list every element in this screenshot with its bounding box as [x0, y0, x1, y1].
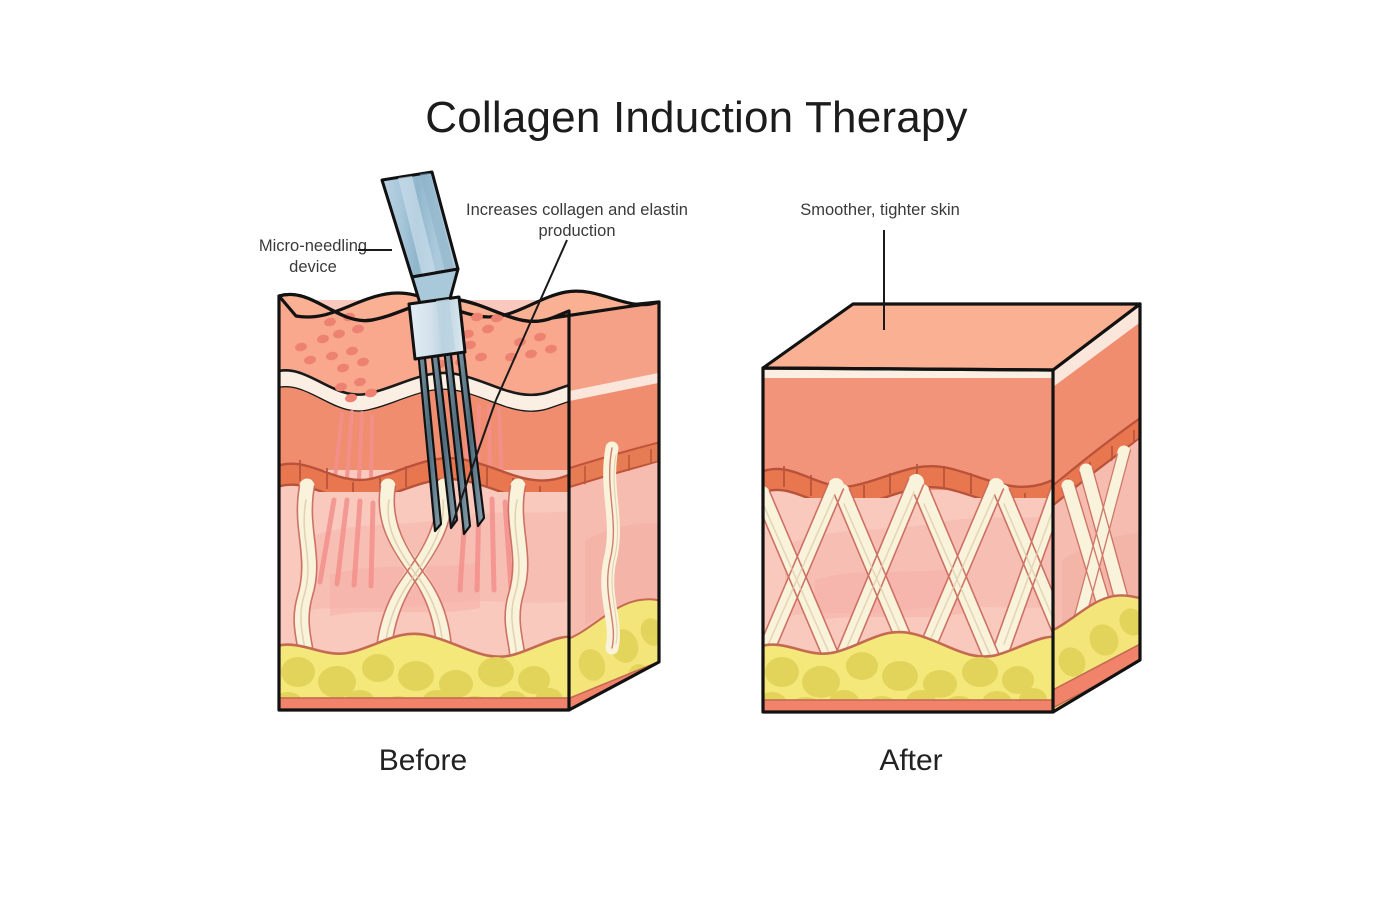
callout-smoother-skin: Smoother, tighter skin — [800, 201, 960, 219]
after-skin-block — [761, 302, 1142, 714]
leader-collagen-upper — [495, 239, 568, 401]
leader-collagen-lower — [451, 399, 497, 526]
before-skin-block — [277, 170, 661, 712]
after-block-front-face — [761, 302, 1142, 714]
callout-micro-needling-device: Micro-needling device — [258, 237, 368, 276]
before-block-side-face — [568, 300, 661, 712]
leader-lines — [358, 230, 885, 526]
micro-needling-device[interactable] — [380, 170, 467, 361]
after-collagen-fibers — [763, 474, 1053, 676]
caption-after: After — [879, 744, 943, 777]
page-title: Collagen Induction Therapy — [425, 93, 968, 142]
callout-collagen-elastin: Increases collagen and elastin productio… — [466, 201, 688, 240]
caption-before: Before — [378, 744, 468, 777]
